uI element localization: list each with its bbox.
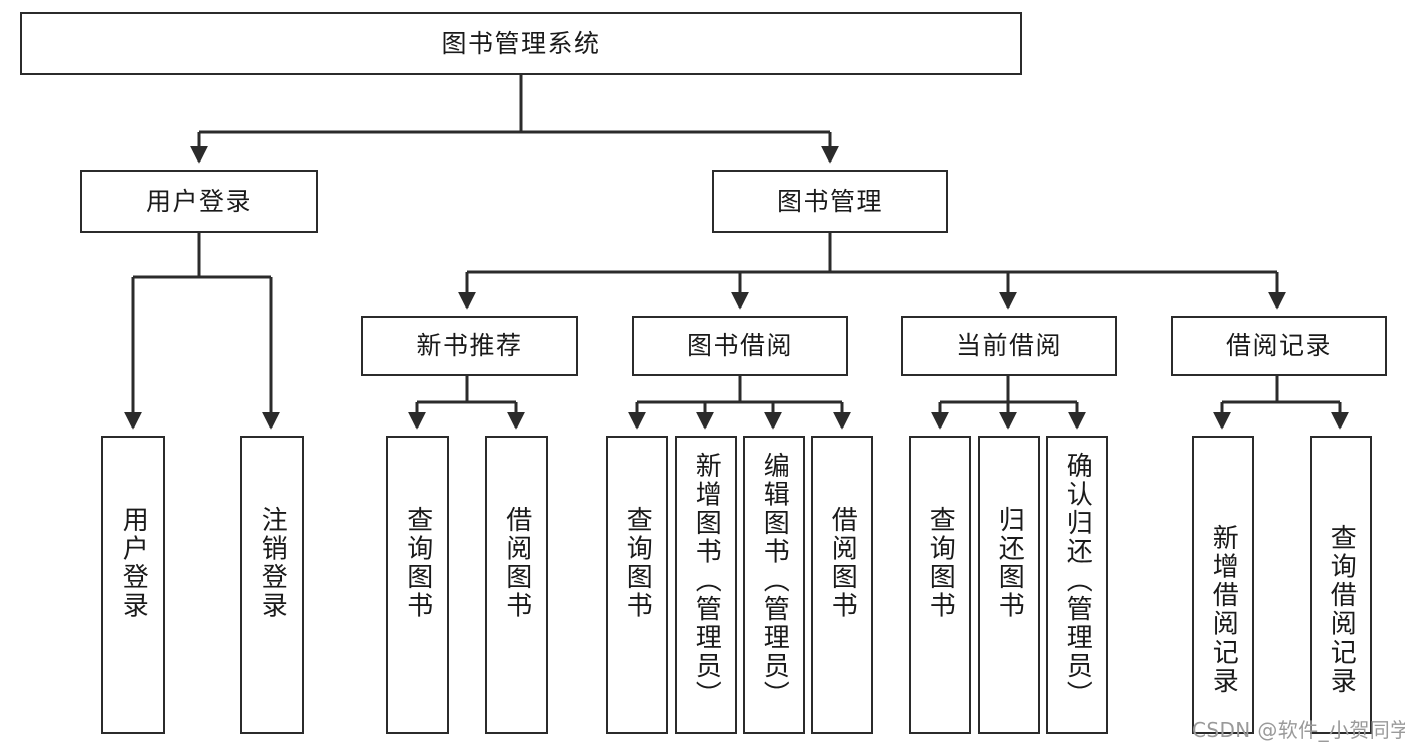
leaf-book-borrow-borrow-book[interactable]: 借阅图书: [811, 436, 873, 734]
node-label: 注销登录: [257, 506, 288, 621]
node-label: 新增借阅记录: [1208, 524, 1239, 696]
node-label: 查询借阅记录: [1326, 524, 1357, 696]
node-root-system[interactable]: 图书管理系统: [20, 12, 1022, 75]
node-label: 新增图书（管理员）: [691, 452, 722, 710]
leaf-new-book-borrow-book[interactable]: 借阅图书: [485, 436, 548, 734]
node-label: 图书管理: [776, 186, 883, 216]
leaf-book-borrow-edit-book[interactable]: 编辑图书（管理员）: [743, 436, 805, 734]
node-label: 确认归还（管理员）: [1062, 452, 1093, 710]
node-label: 查询图书: [622, 506, 653, 621]
node-new-book-recommend[interactable]: 新书推荐: [361, 316, 578, 376]
node-label: 图书借阅: [686, 331, 793, 361]
node-borrow-record[interactable]: 借阅记录: [1171, 316, 1387, 376]
leaf-book-borrow-add-book[interactable]: 新增图书（管理员）: [675, 436, 737, 734]
leaf-new-book-query-book[interactable]: 查询图书: [386, 436, 449, 734]
node-label: 借阅记录: [1225, 331, 1332, 361]
node-label: 图书管理系统: [441, 28, 601, 58]
node-label: 用户登录: [118, 506, 149, 621]
leaf-borrow-record-add-record[interactable]: 新增借阅记录: [1192, 436, 1254, 734]
node-label: 当前借阅: [955, 331, 1062, 361]
leaf-current-borrow-confirm-return[interactable]: 确认归还（管理员）: [1046, 436, 1108, 734]
leaf-user-login-logout[interactable]: 注销登录: [240, 436, 304, 734]
node-label: 查询图书: [402, 506, 433, 621]
watermark-text: CSDN @软件_小贺同学: [1192, 718, 1405, 742]
node-label: 编辑图书（管理员）: [759, 452, 790, 710]
leaf-current-borrow-query-book[interactable]: 查询图书: [909, 436, 971, 734]
node-current-borrow[interactable]: 当前借阅: [901, 316, 1117, 376]
node-book-borrow[interactable]: 图书借阅: [632, 316, 848, 376]
leaf-user-login-login[interactable]: 用户登录: [101, 436, 165, 734]
leaf-book-borrow-query-book[interactable]: 查询图书: [606, 436, 668, 734]
node-label: 借阅图书: [827, 506, 858, 621]
node-label: 用户登录: [145, 186, 252, 216]
node-label: 新书推荐: [416, 331, 523, 361]
node-label: 查询图书: [925, 506, 956, 621]
node-user-login[interactable]: 用户登录: [80, 170, 318, 233]
leaf-borrow-record-query-record[interactable]: 查询借阅记录: [1310, 436, 1372, 734]
node-label: 借阅图书: [501, 506, 532, 621]
node-label: 归还图书: [994, 506, 1025, 621]
leaf-current-borrow-return-book[interactable]: 归还图书: [978, 436, 1040, 734]
node-book-management[interactable]: 图书管理: [712, 170, 948, 233]
csdn-watermark: CSDN @软件_小贺同学: [1192, 714, 1405, 743]
